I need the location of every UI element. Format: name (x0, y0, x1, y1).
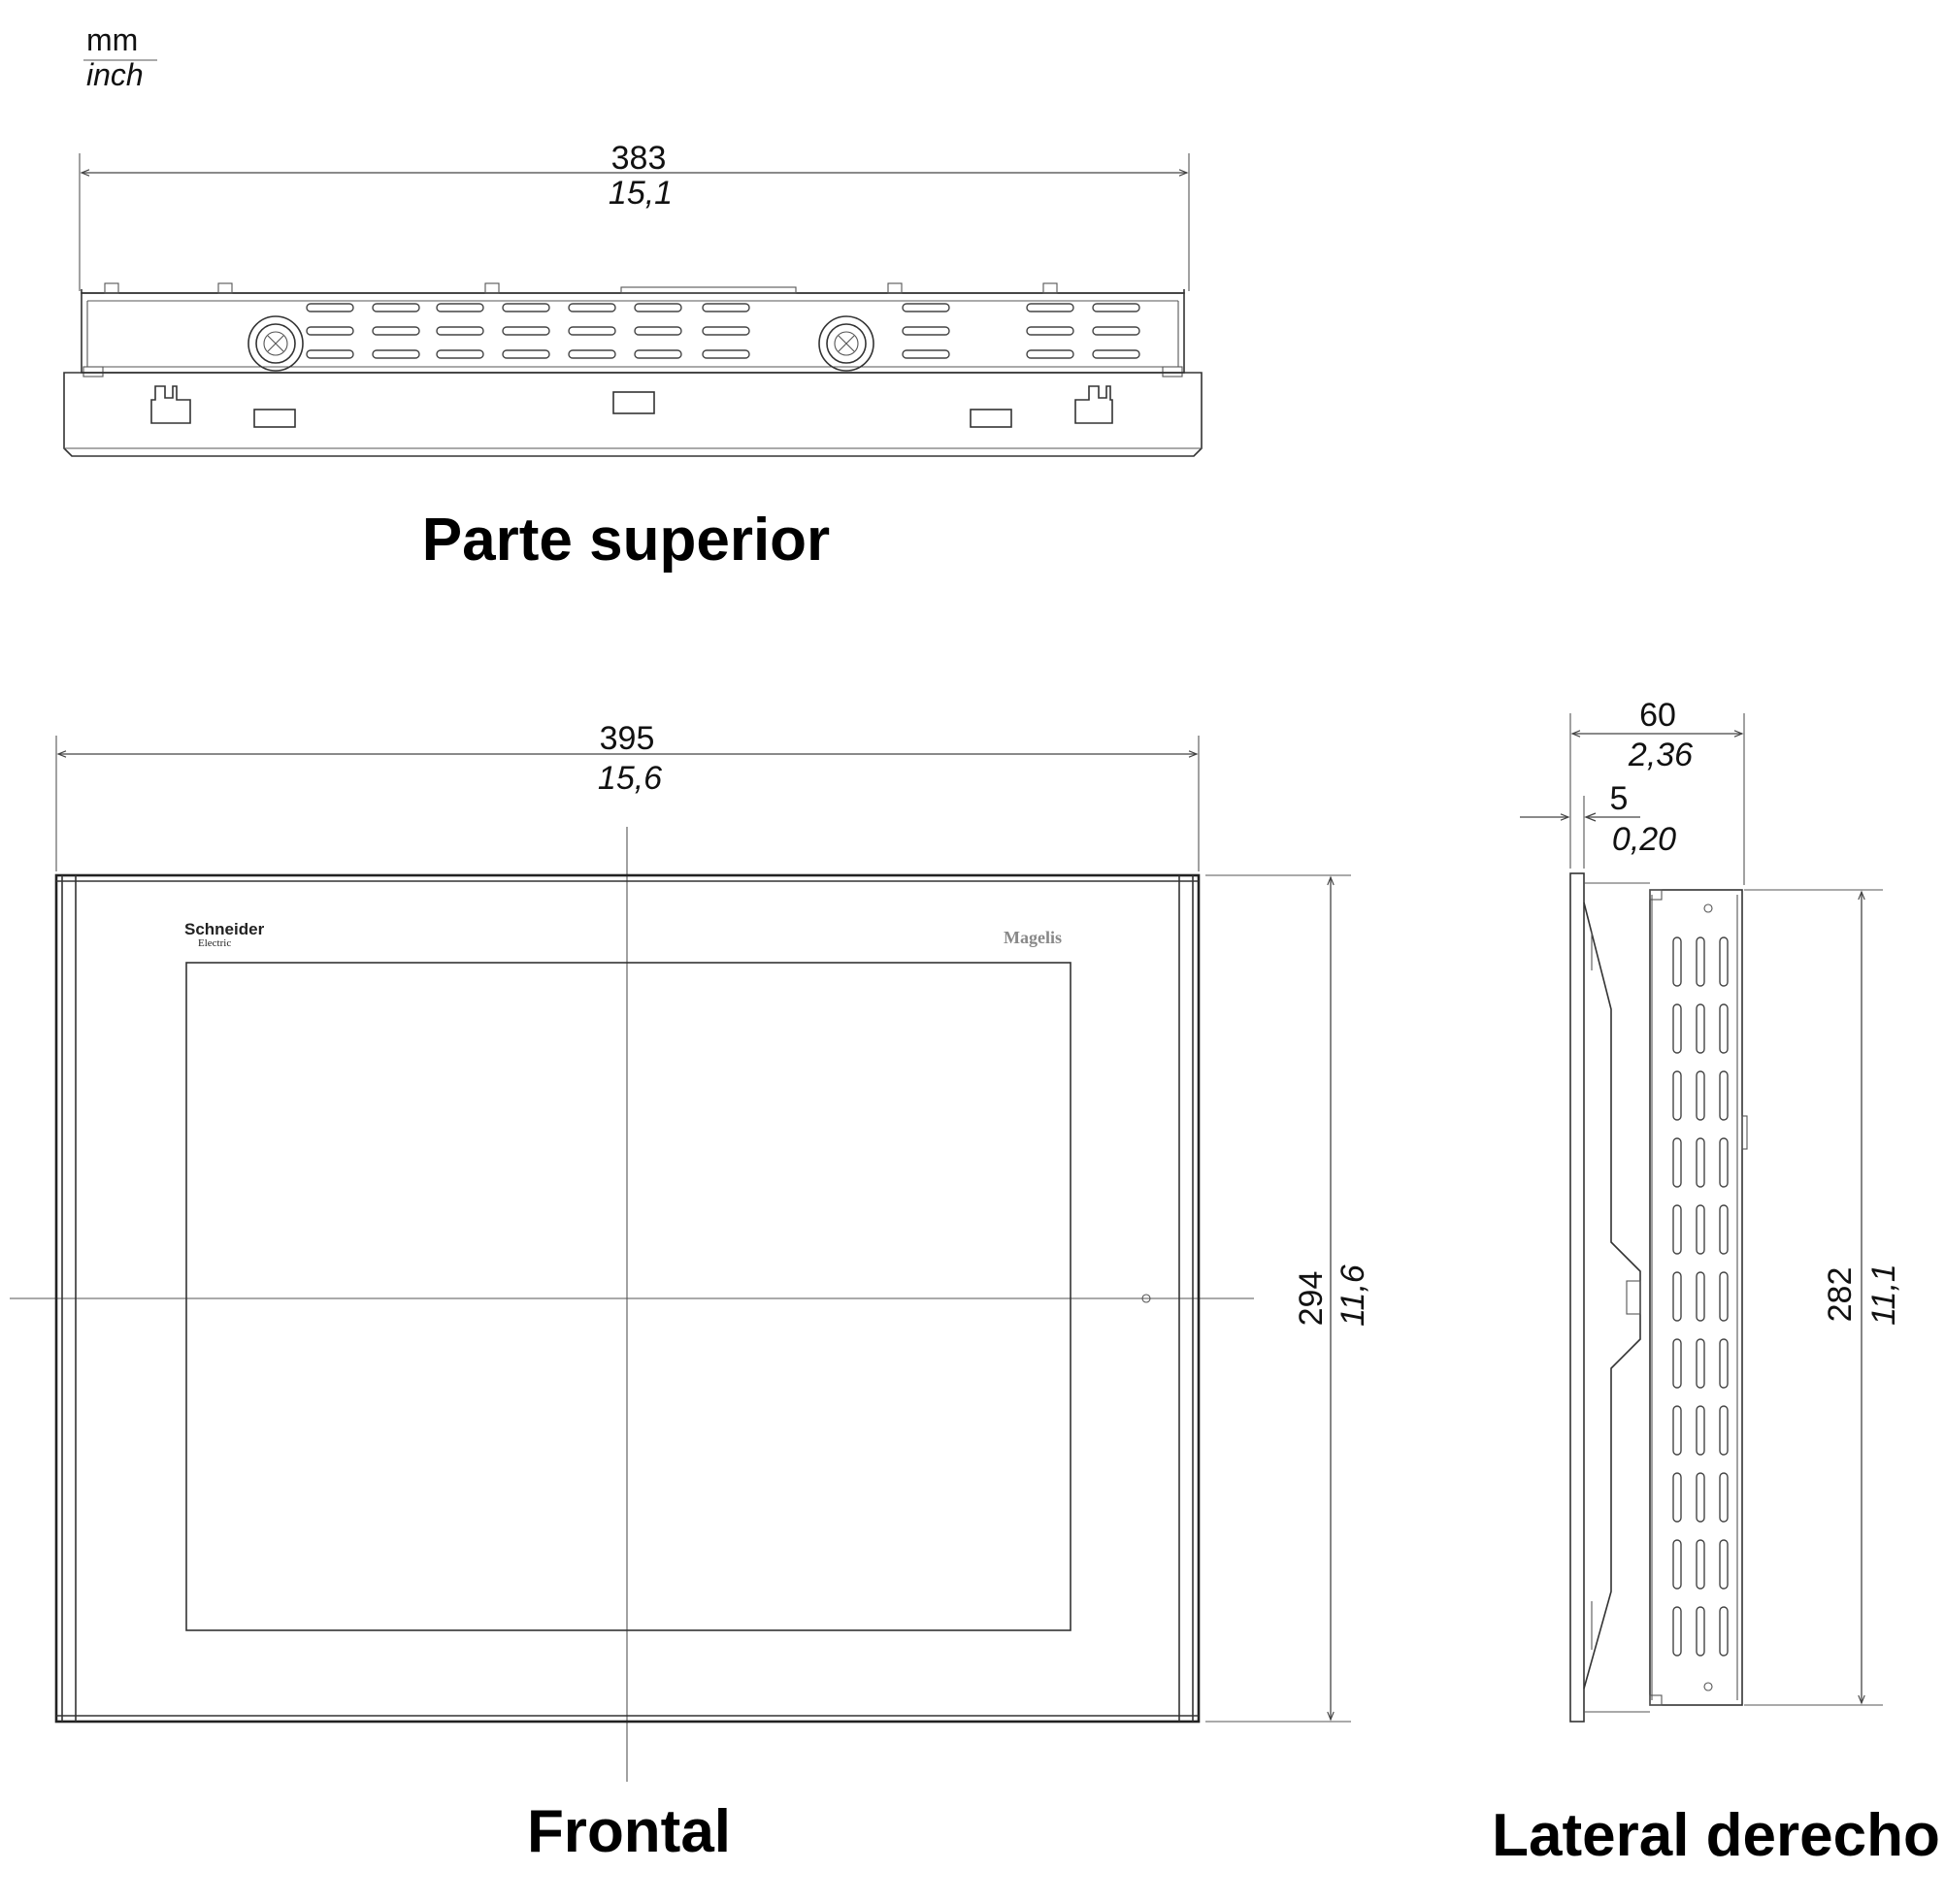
vent-slot (1696, 1472, 1705, 1523)
vent-slot (1672, 1070, 1682, 1121)
vent-slot (1696, 1606, 1705, 1657)
side-view-body (1569, 872, 1748, 1723)
vent-slot (1719, 1606, 1729, 1657)
side-vent-slots (1672, 936, 1729, 1657)
vent-slot (436, 349, 484, 359)
screw-icon (818, 315, 874, 372)
brand-logo: Schneider (184, 920, 265, 938)
top-vent-slots (306, 303, 1140, 359)
vent-slot (306, 326, 354, 336)
product-logo: Magelis (1004, 928, 1062, 947)
side-depth-inch: 2,36 (1628, 737, 1693, 773)
vent-slot (702, 326, 750, 336)
vent-slot (372, 303, 420, 312)
vent-slot (1719, 936, 1729, 987)
vent-slot (1719, 1539, 1729, 1590)
vent-slot (372, 349, 420, 359)
vent-slot (372, 326, 420, 336)
vent-slot (568, 349, 616, 359)
vent-slot (1696, 1070, 1705, 1121)
brand-logo-sub: Electric (198, 937, 231, 949)
vent-slot (1696, 936, 1705, 987)
vent-slot (568, 326, 616, 336)
front-width-mm: 395 (600, 720, 655, 757)
vent-slot (634, 326, 682, 336)
vent-slot (1672, 1338, 1682, 1389)
vent-slot (1026, 303, 1074, 312)
vent-slot (502, 326, 550, 336)
vent-slot (1092, 349, 1140, 359)
front-bezel (54, 873, 1201, 1723)
unit-mm: mm (86, 22, 138, 57)
vent-slot (1672, 936, 1682, 987)
vent-slot (1672, 1204, 1682, 1255)
vent-slot (1672, 1137, 1682, 1188)
side-height-inch: 11,1 (1865, 1264, 1902, 1326)
side-bezel-mm: 5 (1610, 780, 1629, 817)
top-view: 383 15,1 (63, 140, 1203, 574)
vent-slot (1672, 1271, 1682, 1322)
side-bezel-inch: 0,20 (1612, 821, 1676, 858)
unit-legend: mm inch (83, 22, 157, 92)
front-height-inch: 11,6 (1335, 1264, 1371, 1327)
vent-slot (1696, 1271, 1705, 1322)
vent-slot (902, 349, 950, 359)
top-view-body (63, 282, 1203, 457)
vent-slot (1696, 1338, 1705, 1389)
vent-slot (1696, 1539, 1705, 1590)
side-depth-mm: 60 (1639, 697, 1676, 734)
vent-slot (1719, 1070, 1729, 1121)
vent-slot (1026, 326, 1074, 336)
vent-slot (502, 349, 550, 359)
vent-slot (702, 303, 750, 312)
vent-slot (902, 303, 950, 312)
vent-slot (634, 303, 682, 312)
vent-slot (1719, 1003, 1729, 1054)
vent-slot (902, 326, 950, 336)
vent-slot (1696, 1204, 1705, 1255)
front-view-caption: Frontal (527, 1798, 731, 1865)
vent-slot (702, 349, 750, 359)
vent-slot (1672, 1472, 1682, 1523)
vent-slot (634, 349, 682, 359)
front-view: 395 15,6 Schneider Electric Magelis 294 … (10, 720, 1371, 1865)
vent-slot (1719, 1137, 1729, 1188)
side-height-mm: 282 (1822, 1267, 1859, 1323)
vent-slot (306, 303, 354, 312)
vent-slot (1672, 1003, 1682, 1054)
top-width-mm: 383 (611, 140, 667, 177)
vent-slot (1672, 1606, 1682, 1657)
vent-slot (1092, 326, 1140, 336)
vent-slot (1719, 1472, 1729, 1523)
screw-icon (247, 315, 304, 372)
side-view: 60 2,36 5 0,20 (1492, 697, 1940, 1869)
vent-slot (436, 326, 484, 336)
vent-slot (1092, 303, 1140, 312)
vent-slot (1696, 1003, 1705, 1054)
unit-inch: inch (86, 57, 144, 92)
top-view-caption: Parte superior (422, 507, 830, 574)
display-screen (185, 962, 1071, 1631)
vent-slot (568, 303, 616, 312)
side-view-caption: Lateral derecho (1492, 1802, 1940, 1869)
vent-slot (1696, 1137, 1705, 1188)
vent-slot (436, 303, 484, 312)
vent-slot (1672, 1405, 1682, 1456)
vent-slot (306, 349, 354, 359)
vent-slot (1719, 1271, 1729, 1322)
vent-slot (1672, 1539, 1682, 1590)
status-led-icon (1141, 1294, 1151, 1303)
front-width-inch: 15,6 (598, 760, 662, 797)
top-width-inch: 15,1 (609, 175, 673, 212)
front-height-mm: 294 (1293, 1271, 1330, 1327)
vent-slot (1719, 1338, 1729, 1389)
vent-slot (1719, 1405, 1729, 1456)
vent-slot (502, 303, 550, 312)
vent-slot (1026, 349, 1074, 359)
vent-slot (1719, 1204, 1729, 1255)
vent-slot (1696, 1405, 1705, 1456)
